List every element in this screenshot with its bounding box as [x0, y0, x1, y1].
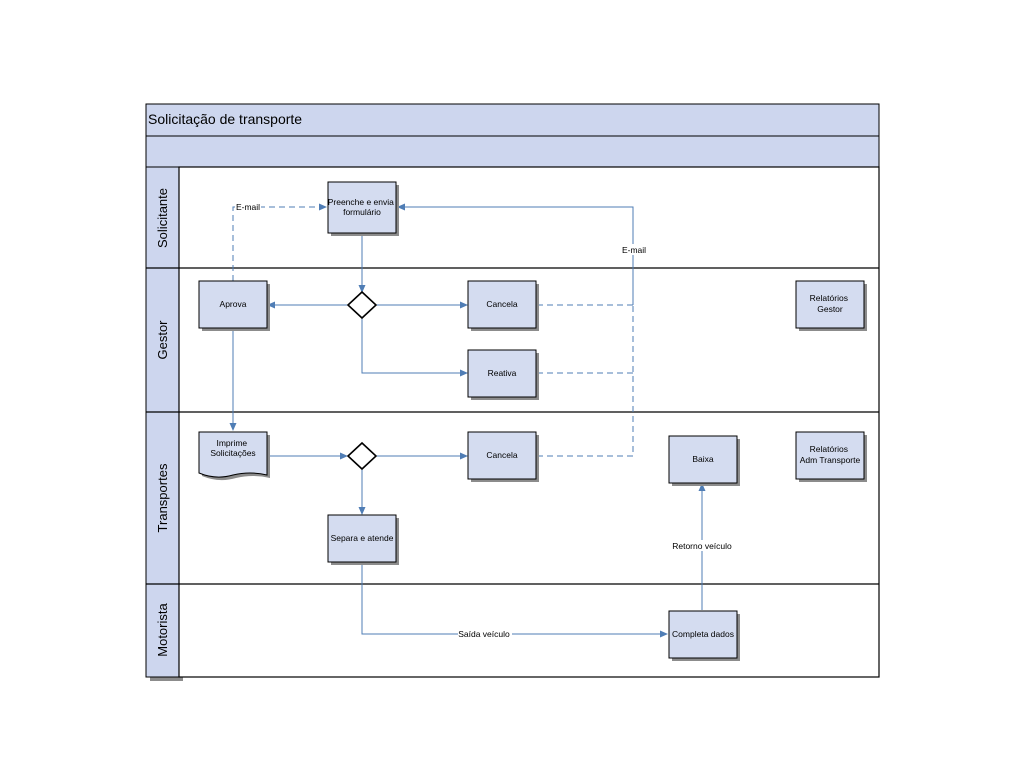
saida-label: Saída veículo: [458, 629, 510, 639]
email-right-label: E-mail: [622, 245, 646, 255]
saida-label-bg: [458, 628, 512, 639]
connector-separa-completa: [361, 563, 668, 638]
process-node-reativa[interactable]: Reativa: [467, 349, 539, 400]
retorno-label: Retorno veículo: [672, 541, 732, 551]
connector-aprova-email: [232, 203, 327, 281]
node-label: Preenche e envia formulário: [328, 197, 397, 217]
process-node-separa[interactable]: Separa e atende: [327, 514, 399, 565]
process-node-relatorios-gestor[interactable]: Relatórios Gestor: [795, 280, 867, 331]
connector-decisao-reativa: [361, 318, 468, 377]
email-left-label: E-mail: [236, 202, 260, 212]
process-node-cancela-gestor[interactable]: Cancela: [467, 280, 539, 331]
pool: Solicitação de transporte Solicitante Ge…: [145, 103, 880, 681]
node-label: Relatórios Gestor: [810, 293, 851, 314]
lanes-body: [178, 166, 880, 678]
dashed-connectors: [232, 203, 634, 457]
node-label: Imprime Solicitações: [210, 438, 255, 458]
node-label: Relatórios Adm Transporte: [800, 444, 861, 465]
process-node-cancela-transportes[interactable]: Cancela: [467, 431, 539, 482]
email-right-label-bg: [621, 244, 647, 255]
connector-cancela-transp-email: [537, 305, 634, 457]
node-label: Baixa: [692, 454, 714, 464]
node-label: Cancela: [486, 450, 517, 460]
title-bar: [145, 103, 880, 137]
node-label: Completa dados: [672, 629, 734, 639]
node-label: Reativa: [488, 368, 517, 378]
lane-label-gestor: Gestor: [155, 320, 170, 360]
document-node-imprime[interactable]: Imprime Solicitações: [198, 431, 270, 481]
node-label: Aprova: [220, 299, 247, 309]
node-label: Cancela: [486, 299, 517, 309]
email-left-label-bg: [235, 201, 261, 212]
lane-label-motorista: Motorista: [155, 603, 170, 657]
diagram-title: Solicitação de transporte: [148, 111, 302, 127]
node-label: Separa e atende: [331, 533, 394, 543]
lane-label-column: [145, 166, 180, 678]
lane-label-transportes: Transportes: [155, 463, 170, 532]
process-node-preenche[interactable]: Preenche e envia formulário: [327, 181, 399, 236]
process-node-completa[interactable]: Completa dados: [668, 610, 740, 661]
process-node-baixa[interactable]: Baixa: [668, 435, 740, 486]
retorno-label-bg: [672, 540, 732, 551]
process-node-aprova[interactable]: Aprova: [198, 280, 270, 331]
decision-transportes-diamond[interactable]: [346, 441, 378, 471]
connector-email-return: [397, 203, 634, 305]
process-node-relatorios-adm[interactable]: Relatórios Adm Transporte: [795, 431, 867, 482]
lane-label-solicitante: Solicitante: [155, 188, 170, 248]
decision-gestor-diamond[interactable]: [346, 290, 378, 320]
header-bar: [145, 135, 880, 168]
